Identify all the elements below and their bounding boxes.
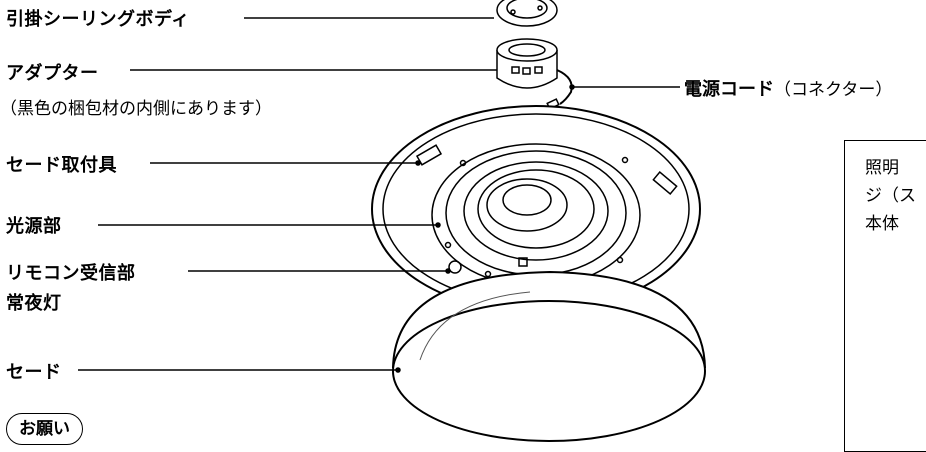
label-power-cord-group: 電源コード（コネクター） [684, 75, 892, 101]
label-night-light: 常夜灯 [6, 293, 62, 314]
label-hook-ceiling-body: 引掛シーリングボディ [6, 9, 190, 30]
label-connector: （コネクター） [774, 80, 893, 100]
label-power-cord: 電源コード [684, 79, 774, 100]
label-adapter-note: （黒色の梱包材の内側にあります） [0, 99, 272, 119]
side-note-box: 照明 ジ（ス 本体 [844, 140, 926, 452]
adapter-illustration [496, 38, 573, 110]
label-light-source: 光源部 [6, 216, 62, 237]
label-remote-receiver: リモコン受信部 [6, 263, 136, 284]
shade-illustration [392, 270, 706, 442]
notice-badge: お願い [6, 413, 83, 445]
side-note-line-3: 本体 [865, 214, 899, 234]
label-shade-holder: セード取付具 [6, 155, 117, 176]
side-note-line-2: ジ（ス [865, 186, 916, 206]
light-body-illustration [371, 105, 701, 313]
side-note-line-1: 照明 [865, 158, 899, 178]
hook-ceiling-body-illustration [496, 0, 558, 27]
label-shade: セード [6, 362, 62, 383]
leader-lines [78, 17, 680, 373]
label-adapter: アダプター [6, 63, 99, 84]
